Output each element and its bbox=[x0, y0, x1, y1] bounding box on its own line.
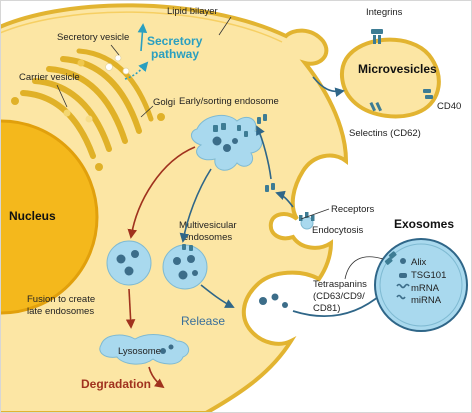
sorting-arrows bbox=[127, 146, 212, 243]
nucleus: Nucleus bbox=[1, 119, 99, 315]
fusion-label-1: Fusion to create bbox=[27, 294, 95, 305]
secretory-pathway-arrows bbox=[124, 23, 149, 80]
selectins-label: Selectins (CD62) bbox=[349, 128, 421, 139]
lipid-bilayer-pointer bbox=[218, 16, 232, 36]
tetraspanins-label-3: CD81) bbox=[313, 303, 340, 314]
microvesicle bbox=[339, 29, 441, 119]
alix-label: Alix bbox=[411, 257, 427, 268]
mrna-marker-icon bbox=[396, 283, 410, 289]
multivesicular-endosome-left bbox=[106, 240, 152, 286]
tsg101-label: TSG101 bbox=[411, 270, 446, 281]
multivesicular-label-2: endosomes bbox=[183, 232, 232, 243]
tetraspanins-label-2: (CD63/CD9/ bbox=[313, 291, 365, 302]
secretory-pathway-label-2: pathway bbox=[151, 47, 199, 61]
fusion-label-2: late endosomes bbox=[27, 306, 94, 317]
alix-marker-icon bbox=[400, 258, 406, 264]
lysosome bbox=[99, 334, 190, 365]
tetraspanins-pointer bbox=[344, 256, 384, 280]
receptors-pointer bbox=[300, 208, 330, 220]
cd40-label: CD40 bbox=[437, 101, 461, 112]
secretory-pathway-label-1: Secretory bbox=[147, 34, 203, 48]
golgi-pointer bbox=[140, 105, 154, 118]
degradation-arrow bbox=[148, 366, 165, 389]
release-arrow bbox=[200, 284, 235, 308]
endocytic-receptors bbox=[257, 114, 275, 192]
tsg101-marker-icon bbox=[399, 273, 407, 278]
tetraspanins-label-1: Tetraspanins bbox=[313, 279, 367, 290]
secretory-vesicle-label: Secretory vesicle bbox=[57, 32, 129, 43]
release-label: Release bbox=[181, 314, 225, 328]
fusion-arrow bbox=[125, 288, 136, 329]
multivesicular-endosome-right bbox=[162, 244, 208, 290]
mirna-label: miRNA bbox=[411, 295, 442, 306]
lysosome-label: Lysosome bbox=[118, 346, 161, 357]
lipid-bilayer-label: Lipid bilayer bbox=[167, 6, 218, 17]
integrins-label: Integrins bbox=[366, 7, 403, 18]
secretory-vesicle-pointer bbox=[110, 44, 120, 56]
mrna-label: mRNA bbox=[411, 283, 440, 294]
multivesicular-label-1: Multivesicular bbox=[179, 220, 237, 231]
early-sorting-endosome bbox=[191, 114, 263, 171]
carrier-vesicle-dot bbox=[63, 109, 71, 117]
carrier-vesicle-label: Carrier vesicle bbox=[19, 72, 80, 83]
mirna-marker-icon bbox=[396, 294, 406, 300]
exosomes-label: Exosomes bbox=[394, 217, 454, 231]
secretory-vesicles bbox=[105, 54, 130, 75]
early-endosome-label: Early/sorting endosome bbox=[179, 96, 279, 107]
exosome bbox=[374, 238, 468, 332]
microvesicles-label: Microvesicles bbox=[358, 62, 437, 76]
degradation-label: Degradation bbox=[81, 377, 151, 391]
carrier-vesicle-pointer bbox=[56, 84, 68, 108]
golgi-apparatus bbox=[11, 48, 165, 171]
endocytosis-arrows bbox=[256, 125, 294, 208]
endocytosis-label: Endocytosis bbox=[312, 225, 363, 236]
nucleus-label: Nucleus bbox=[9, 209, 56, 223]
exosome-release-pocket bbox=[251, 283, 291, 323]
golgi-label: Golgi bbox=[153, 97, 175, 108]
microvesicle-budding-arrow bbox=[312, 76, 345, 97]
receptors-label: Receptors bbox=[331, 204, 375, 215]
